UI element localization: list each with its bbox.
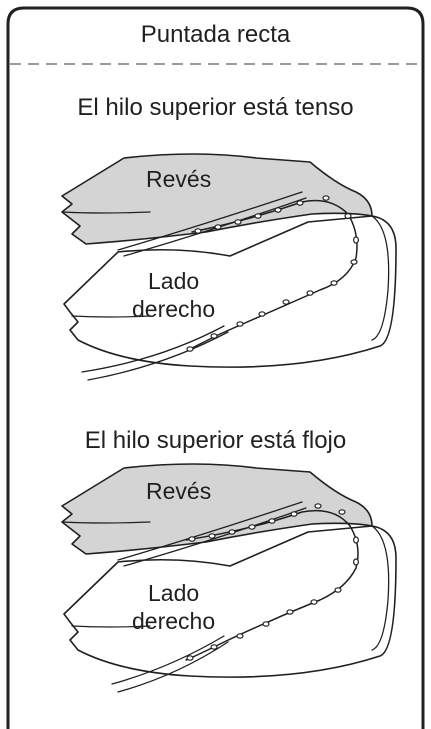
fabric-front-piece (63, 215, 397, 368)
label-front-side-line1: Lado (148, 580, 200, 606)
panel-frame (6, 6, 425, 729)
diagram-tense (61, 153, 397, 381)
caption-tense: El hilo superior está tenso (77, 94, 354, 121)
label-front-side-line2: derecho (132, 608, 216, 634)
panel-title: Puntada recta (140, 21, 291, 48)
diagram-loose (61, 463, 397, 693)
fabric-front-piece (63, 525, 397, 678)
label-front-side-line2: derecho (132, 296, 216, 322)
caption-loose: El hilo superior está flojo (84, 427, 347, 454)
label-back-side: Revés (146, 478, 212, 504)
label-back-side: Revés (146, 166, 212, 192)
label-front-side-line1: Lado (148, 268, 200, 294)
